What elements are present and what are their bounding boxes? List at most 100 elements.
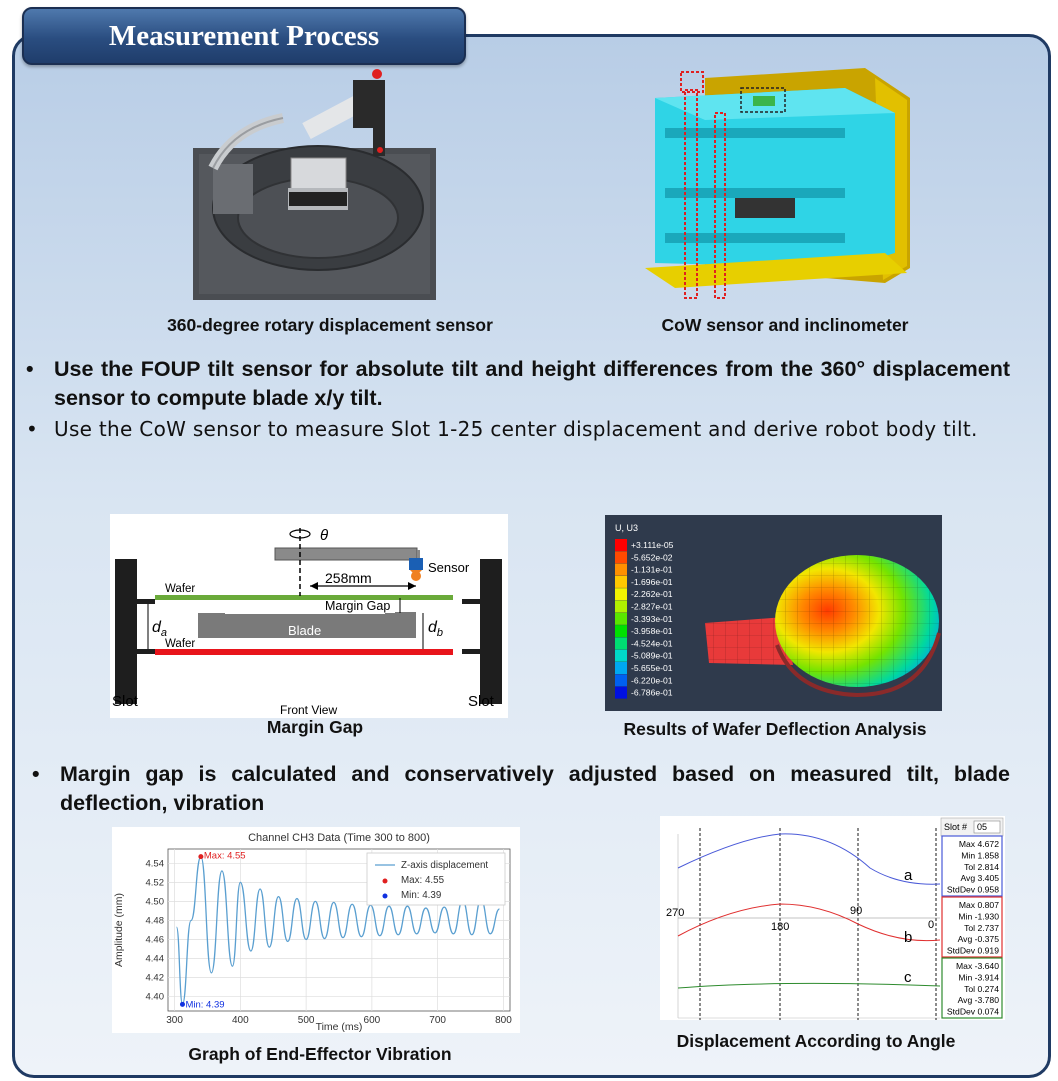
stats-line: Avg 3.405 — [960, 873, 999, 883]
slot-label: Slot # — [944, 822, 967, 832]
legend-swatch — [615, 625, 627, 638]
bullet-list-1: • Use the FOUP tilt sensor for absolute t… — [24, 355, 1010, 444]
stats-line: Max 4.672 — [959, 839, 999, 849]
stats-line: StdDev 0.074 — [947, 1007, 999, 1017]
legend-entry: Min: 4.39 — [401, 890, 441, 901]
bullet-item: • Use the FOUP tilt sensor for absolute t… — [24, 355, 1010, 413]
stats-box — [941, 957, 1003, 1019]
legend-value: -1.131e-01 — [631, 565, 673, 575]
curve-label-c: c — [904, 969, 912, 986]
stats-line: Min -1.930 — [958, 911, 999, 921]
legend-entry: Max: 4.55 — [401, 875, 445, 886]
distance-label: 258mm — [325, 570, 372, 586]
legend-value: -6.220e-01 — [631, 675, 673, 685]
y-tick-label: 4.48 — [146, 915, 165, 926]
bullet-text: Use the CoW sensor to measure Slot 1-25 … — [54, 417, 978, 441]
db-subscript: b — [437, 627, 443, 639]
legend-value: -1.696e-01 — [631, 577, 673, 587]
svg-text:db: db — [428, 619, 443, 639]
y-tick-label: 4.40 — [146, 992, 165, 1003]
angle-label-270: 270 — [666, 907, 684, 919]
legend-value: -3.958e-01 — [631, 626, 673, 636]
x-tick-label: 400 — [232, 1015, 249, 1026]
angle-label-90: 90 — [850, 905, 862, 917]
min-annotation: Min: 4.39 — [185, 999, 224, 1010]
y-tick-label: 4.54 — [146, 858, 165, 869]
x-tick-label: 300 — [166, 1015, 183, 1026]
y-axis-label: Amplitude (mm) — [113, 893, 125, 967]
x-tick-label: 500 — [298, 1015, 315, 1026]
legend-min-swatch — [382, 893, 388, 899]
legend-swatch — [615, 600, 627, 613]
slot-left-label: Slot — [112, 693, 139, 710]
legend-swatch — [615, 551, 627, 564]
chart-title: Channel CH3 Data (Time 300 to 800) — [248, 832, 430, 844]
angle-label-180: 180 — [771, 921, 789, 933]
wafer-bottom-label: Wafer — [165, 638, 195, 650]
vibration-chart: Channel CH3 Data (Time 300 to 800) 300 400… — [112, 827, 520, 1033]
bullet-item: •Use the CoW sensor to measure Slot 1-25… — [24, 415, 1010, 444]
x-tick-label: 800 — [495, 1015, 512, 1026]
bullet-text: Margin gap is calculated and conservativ… — [60, 762, 1010, 815]
stats-box — [941, 896, 1003, 958]
vibration-caption: Graph of End-Effector Vibration — [188, 1044, 452, 1064]
theta-label: θ — [320, 527, 328, 544]
legend-swatch — [615, 588, 627, 601]
sensor-label: Sensor — [428, 560, 470, 575]
legend-entry: Z-axis displacement — [401, 860, 488, 871]
bullet-text: Use the FOUP tilt sensor for absolute ti… — [54, 357, 1010, 410]
legend-swatch — [615, 662, 627, 674]
bullet-dot: • — [26, 357, 34, 381]
wafer-top-label: Wafer — [165, 583, 195, 595]
min-point — [179, 1001, 185, 1007]
slot-value: 05 — [977, 822, 987, 832]
legend-value: -4.524e-01 — [631, 638, 673, 648]
bullet-item: • Margin gap is calculated and conservati… — [30, 760, 1010, 818]
stats-line: StdDev 0.958 — [947, 885, 999, 895]
slot-select[interactable] — [973, 820, 1001, 834]
legend-swatch — [615, 539, 627, 551]
legend-value: -5.655e-01 — [631, 663, 673, 673]
legend-max-swatch — [382, 878, 388, 884]
stats-line: Avg -3.780 — [958, 995, 1000, 1005]
deflection-caption: Results of Wafer Deflection Analysis — [623, 719, 927, 739]
deflection-figure: U, U3 +3.111e-05 -5.652e-02 -1.131e-01 -1.6… — [605, 515, 942, 711]
deflection-legend: +3.111e-05 -5.652e-02 -1.131e-01 -1.696e-01… — [615, 539, 674, 699]
max-annotation: Max: 4.55 — [204, 851, 246, 862]
stats-box — [941, 835, 1003, 897]
db-label: d — [428, 619, 438, 636]
legend-swatch — [615, 612, 627, 625]
y-tick-label: 4.42 — [146, 973, 165, 984]
stats-line: Tol 2.814 — [964, 862, 999, 872]
cow-sensor-caption: CoW sensor and inclinometer — [661, 315, 909, 335]
stats-line: Min -3.914 — [958, 972, 999, 982]
series-line — [175, 855, 500, 1005]
x-axis-label: Time (ms) — [316, 1021, 363, 1033]
slot-right-label: Slot — [468, 693, 495, 710]
legend-value: -6.786e-01 — [631, 688, 673, 698]
stats-line: Min 1.858 — [961, 850, 999, 860]
angle-label-0: 0 — [928, 919, 934, 931]
margin-gap-caption: Margin Gap — [266, 717, 364, 737]
legend-value: -2.262e-01 — [631, 589, 673, 599]
legend-title: U, U3 — [615, 523, 638, 533]
margin-gap-diagram: θ Sensor 258mm Wafer Margin Gap Blade Wa… — [110, 514, 508, 718]
rotary-sensor-figure — [193, 68, 436, 304]
cow-sensor-figure — [645, 68, 915, 304]
legend-value: -5.652e-02 — [631, 552, 673, 562]
x-tick-label: 700 — [429, 1015, 446, 1026]
y-tick-label: 4.52 — [146, 877, 165, 888]
legend-value: -3.393e-01 — [631, 614, 673, 624]
blade-label: Blade — [288, 623, 321, 638]
legend-value: +3.111e-05 — [631, 540, 674, 550]
svg-text:da: da — [152, 619, 167, 639]
legend-swatch — [615, 563, 627, 576]
legend-swatch — [615, 686, 627, 699]
y-tick-label: 4.46 — [146, 935, 165, 946]
stats-line: Avg -0.375 — [958, 934, 1000, 944]
curve-label-a: a — [904, 867, 913, 884]
bullet-dot: • — [32, 762, 40, 786]
chart-legend — [366, 852, 506, 906]
margin-gap-label: Margin Gap — [325, 599, 390, 613]
